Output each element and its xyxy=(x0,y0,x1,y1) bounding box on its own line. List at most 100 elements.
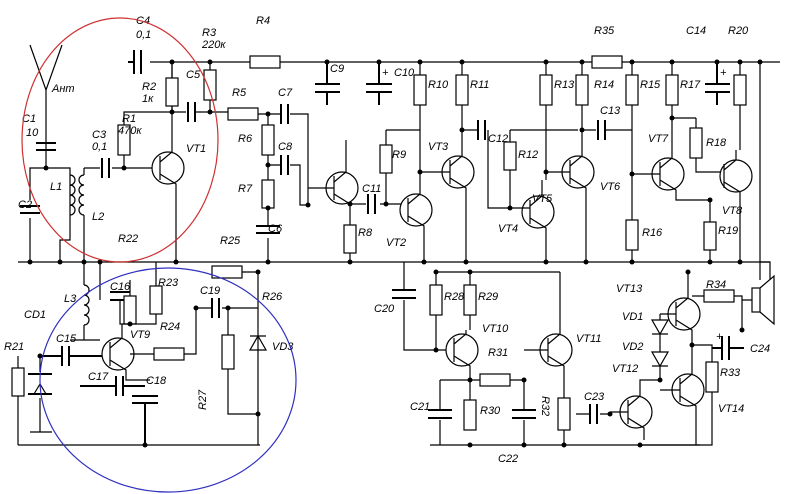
resistor-r10 xyxy=(413,74,427,106)
transistor-vt8 xyxy=(719,159,753,193)
label-l2: L2 xyxy=(92,211,104,223)
capacitor-c18 xyxy=(132,395,158,445)
label-c3-value: 0,1 xyxy=(92,141,107,153)
vt6-leads xyxy=(546,105,587,262)
label-c24: C24 xyxy=(750,343,770,355)
label-r2-value: 1к xyxy=(142,93,154,105)
label-vd1: VD1 xyxy=(622,311,643,323)
resistor-r6 xyxy=(261,124,275,156)
label-r33: R33 xyxy=(720,367,741,379)
resistor-r35 xyxy=(591,55,623,69)
resistor-r27 xyxy=(221,334,235,370)
capacitor-c2 xyxy=(20,205,40,214)
label-vt8: VT8 xyxy=(722,205,743,217)
diode-vd3 xyxy=(248,334,268,351)
label-cd1: CD1 xyxy=(24,309,46,321)
resistor-r4 xyxy=(249,55,281,69)
resistor-r5 xyxy=(227,107,259,121)
label-c6: C6 xyxy=(268,223,283,235)
resistor-r15 xyxy=(625,74,639,106)
resistor-r28 xyxy=(429,284,443,316)
driver-leads xyxy=(308,140,351,225)
label-c9: C9 xyxy=(330,63,344,75)
label-c1: C1 xyxy=(22,113,36,125)
label-r34: R34 xyxy=(706,279,726,291)
label-ant: Ант xyxy=(51,83,75,95)
label-vt12: VT12 xyxy=(612,363,638,375)
capacitor-c11 xyxy=(367,194,376,214)
label-vd2: VD2 xyxy=(622,341,643,353)
r18-wires xyxy=(695,118,724,173)
label-vt2: VT2 xyxy=(386,237,406,249)
r32-wires xyxy=(563,413,610,445)
label-r11: R11 xyxy=(470,79,489,91)
label-r3: R3 xyxy=(202,27,217,39)
label-r18: R18 xyxy=(706,137,727,149)
label-c8: C8 xyxy=(278,141,293,153)
resistor-r9 xyxy=(379,144,393,174)
label-vt3: VT3 xyxy=(428,141,449,153)
label-r14: R14 xyxy=(594,79,614,91)
output-wires xyxy=(640,295,743,446)
label-plus-c10: + xyxy=(382,67,389,79)
r9-wires xyxy=(385,129,420,204)
antenna xyxy=(29,44,63,150)
label-r19: R19 xyxy=(718,225,738,237)
resistor-r19 xyxy=(703,221,717,251)
vt9-leads xyxy=(109,324,150,381)
label-c1-value: 10 xyxy=(26,127,39,139)
vt8-leads xyxy=(723,150,741,262)
r23-wires xyxy=(119,262,157,325)
vt7-leads xyxy=(632,118,710,201)
label-c19: C19 xyxy=(200,285,220,297)
label-c4-value: 0,1 xyxy=(136,29,151,41)
blue-highlight-ellipse xyxy=(39,267,297,493)
capacitor-c5 xyxy=(187,102,196,122)
r27-wires xyxy=(227,369,258,415)
label-r12: R12 xyxy=(518,149,538,161)
capacitor-c22 xyxy=(512,409,536,419)
label-r13: R13 xyxy=(554,79,575,91)
capacitor-c14 xyxy=(705,62,730,105)
label-r5: R5 xyxy=(232,87,247,99)
label-c16: C16 xyxy=(110,281,131,293)
label-r27: R27 xyxy=(197,389,209,410)
resistor-r21 xyxy=(11,367,25,397)
label-r25: R25 xyxy=(220,235,241,247)
label-r26: R26 xyxy=(262,291,283,303)
resistor-r3 xyxy=(203,69,217,101)
resistor-r18 xyxy=(689,127,703,159)
label-c17: C17 xyxy=(88,371,109,383)
vt1-input-wires xyxy=(84,111,170,169)
label-vt10: VT10 xyxy=(482,323,509,335)
label-r22: R22 xyxy=(118,233,138,245)
label-c7: C7 xyxy=(278,87,293,99)
resistor-r20 xyxy=(733,74,747,106)
r12-wires xyxy=(509,129,578,208)
capacitor-c24 xyxy=(712,336,744,360)
label-vt4: VT4 xyxy=(498,223,518,235)
label-c21: C21 xyxy=(410,401,430,413)
label-r3-value: 220к xyxy=(201,39,226,51)
junction-dots xyxy=(27,59,763,448)
label-vt1: VT1 xyxy=(186,143,206,155)
capacitor-c7 xyxy=(280,104,289,124)
resistor-r-c16 xyxy=(123,295,137,325)
label-r30: R30 xyxy=(480,405,501,417)
label-vt13: VT13 xyxy=(616,283,643,295)
label-c20: C20 xyxy=(374,303,395,315)
r24-wires xyxy=(130,308,197,355)
label-c11: C11 xyxy=(362,183,381,195)
label-r20: R20 xyxy=(728,25,749,37)
capacitor-c17 xyxy=(80,376,145,396)
vt13-leads xyxy=(660,272,693,345)
resistor-r30 xyxy=(463,399,477,431)
capacitor-c13 xyxy=(597,120,606,140)
label-r21: R21 xyxy=(4,341,24,353)
vt14-leads xyxy=(610,379,660,440)
vt11-leads xyxy=(524,272,565,398)
resistor-r34 xyxy=(703,289,735,303)
resistor-r2 xyxy=(165,77,179,107)
